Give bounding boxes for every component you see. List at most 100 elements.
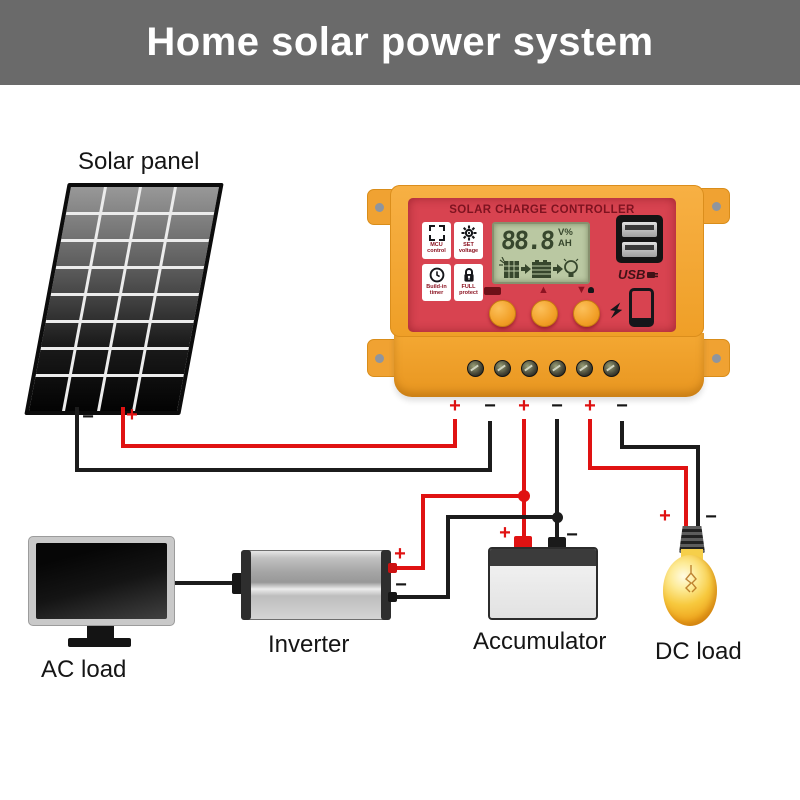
smartphone-icon [629, 288, 654, 327]
bulb-filament-icon [676, 565, 706, 599]
battery-top-band [490, 549, 596, 566]
inverter-label: Inverter [268, 631, 350, 658]
wire-dc-negative [620, 445, 700, 449]
controller-mount-tab [700, 188, 730, 224]
page-title: Home solar power system [146, 20, 654, 64]
down-arrow-lamp-icon: ▼ [576, 285, 594, 296]
wire-pv-negative [75, 407, 79, 472]
wire-inverter-positive [421, 494, 526, 498]
wire-inverter-negative [392, 595, 450, 599]
bulb-screw-base [679, 526, 705, 553]
plug-icon [647, 271, 659, 278]
wire-inverter-negative [446, 515, 450, 599]
terminal-2-minus-label: − [484, 395, 496, 417]
pv-negative-label: − [82, 406, 94, 428]
mount-screw-hole [375, 354, 384, 363]
terminal-5-plus-label: + [584, 395, 596, 417]
monitor-base [68, 638, 131, 647]
padlock-icon [461, 267, 477, 283]
inverter-end-cap [381, 550, 391, 620]
solar-panel [24, 183, 224, 415]
terminal-screw [549, 360, 566, 377]
wire-battery-negative [555, 419, 559, 540]
battery-minus-label: − [566, 524, 578, 546]
dc-load-bulb [663, 555, 717, 626]
wire-pv-negative [75, 468, 492, 472]
usb-logo: USB [618, 267, 660, 282]
down-button [573, 300, 600, 327]
wire-pv-positive [121, 444, 457, 448]
inverter-minus-label: − [395, 574, 407, 596]
lightning-icon [608, 302, 624, 321]
wire-junction-positive [518, 490, 530, 502]
terminal-screw [576, 360, 593, 377]
inverter-end-cap [241, 550, 251, 620]
monitor-stand [87, 626, 114, 639]
lcd-units: V%AH [558, 227, 573, 249]
usb-port-icon [622, 222, 657, 237]
inverter-positive-terminal [388, 563, 397, 573]
wire-pv-positive [453, 419, 457, 448]
wire-pv-positive [121, 407, 125, 448]
monitor-screen [36, 543, 167, 619]
terminal-screw [521, 360, 538, 377]
solar-panel-label: Solar panel [78, 148, 200, 175]
up-arrow-icon: ▲ [538, 284, 549, 296]
accumulator-battery [488, 547, 598, 620]
terminal-6-minus-label: − [616, 395, 628, 417]
lcd-display: 88.8 V%AH [492, 222, 590, 284]
terminal-1-plus-label: + [449, 395, 461, 417]
inverter-plus-label: + [394, 543, 406, 565]
panel-battery-bulb-flow-icon [499, 257, 579, 278]
inverter-negative-terminal [388, 592, 397, 602]
wire-inverter-negative [446, 515, 559, 519]
lcd-flow-icons [499, 257, 585, 281]
wire-dc-negative [620, 421, 624, 449]
battery-positive-terminal [514, 536, 532, 549]
menu-key-icon [484, 287, 501, 295]
controller-mount-tab [367, 339, 397, 377]
clock-icon [429, 267, 445, 283]
battery-plus-label: + [499, 522, 511, 544]
terminal-screw [494, 360, 511, 377]
ac-load-label: AC load [41, 656, 127, 683]
accumulator-label: Accumulator [473, 628, 607, 655]
dc-minus-label: − [705, 506, 717, 528]
wire-dc-negative [696, 445, 700, 530]
usb-port-icon [622, 242, 657, 257]
pv-positive-label: + [126, 404, 138, 426]
mount-screw-hole [712, 354, 721, 363]
wire-ac-monitor [170, 581, 240, 585]
wire-dc-positive [684, 466, 688, 530]
dc-plus-label: + [659, 505, 671, 527]
terminal-4-minus-label: − [551, 395, 563, 417]
wire-inverter-positive [390, 566, 425, 570]
up-button [531, 300, 558, 327]
wire-dc-positive [588, 419, 592, 470]
controller-mount-tab [700, 339, 730, 377]
usb-ports [616, 215, 663, 263]
wire-pv-negative [488, 421, 492, 472]
controller-title: SOLAR CHARGE CONTROLLER [449, 204, 635, 216]
gear-icon [461, 225, 477, 241]
title-banner: Home solar power system [0, 0, 800, 85]
wire-inverter-positive [421, 494, 425, 570]
chip-icon [428, 225, 445, 241]
mount-screw-hole [712, 202, 721, 211]
terminal-screw [467, 360, 484, 377]
dc-load-label: DC load [655, 638, 742, 665]
terminal-3-plus-label: + [518, 395, 530, 417]
wire-battery-positive [522, 419, 526, 540]
terminal-screw [603, 360, 620, 377]
inverter [241, 550, 391, 620]
wire-junction-negative [552, 512, 563, 523]
lcd-value: 88.8 [499, 226, 555, 255]
mount-screw-hole [375, 203, 384, 212]
wire-dc-positive [588, 466, 688, 470]
menu-button [489, 300, 516, 327]
